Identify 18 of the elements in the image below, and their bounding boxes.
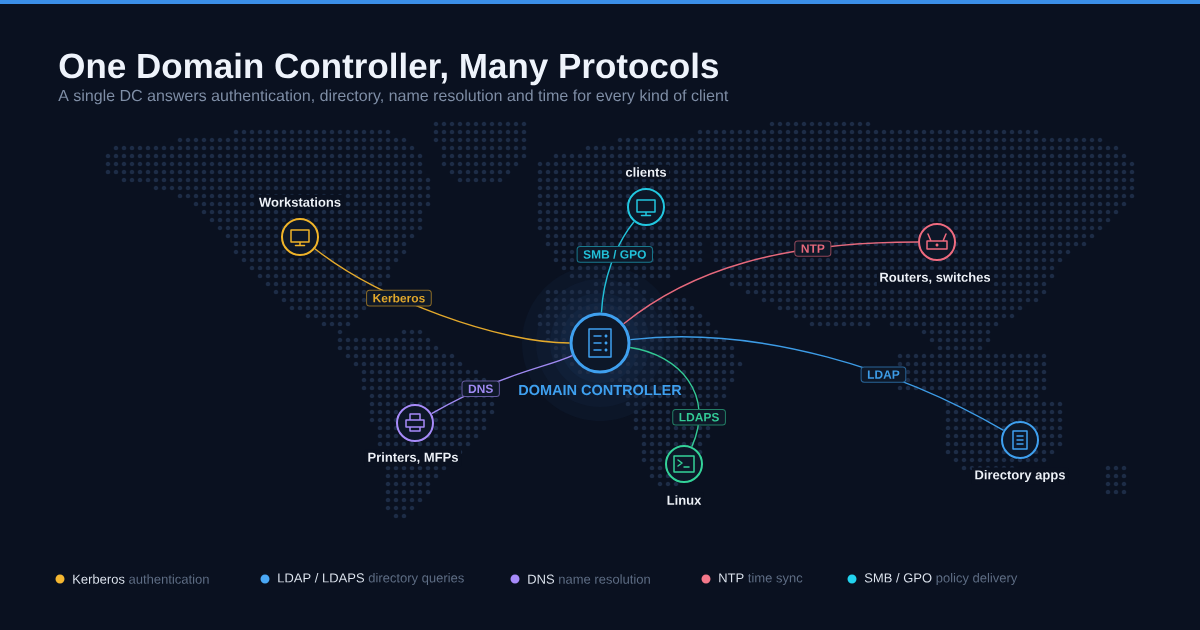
legend-label: NTP time sync: [719, 572, 803, 586]
title: One Domain Controller, Many Protocols: [59, 52, 718, 86]
edge-label: NTP: [794, 240, 832, 257]
node-label: Directory apps: [972, 467, 1068, 485]
edge-label: LDAP: [860, 366, 907, 383]
legend-label: LDAP / LDAPS directory queries: [278, 572, 464, 586]
edge-label: SMB / GPO: [576, 245, 653, 263]
edge-label: LDAPS: [672, 409, 726, 426]
edge-label: Kerberos: [366, 289, 432, 307]
connector: [623, 241, 919, 325]
legend-label: DNS name resolution: [528, 574, 650, 584]
edge-label: DNS: [461, 380, 500, 397]
legend-label: Kerberos authentication: [73, 574, 209, 584]
subtitle: A single DC answers authentication, directory, name resolution and time for every kind of client: [58, 89, 729, 105]
connector: [629, 336, 1005, 432]
legend-label: SMB / GPO policy delivery: [864, 572, 1018, 586]
connector: [629, 346, 700, 448]
node-label: DOMAIN CONTROLLER: [519, 384, 682, 396]
